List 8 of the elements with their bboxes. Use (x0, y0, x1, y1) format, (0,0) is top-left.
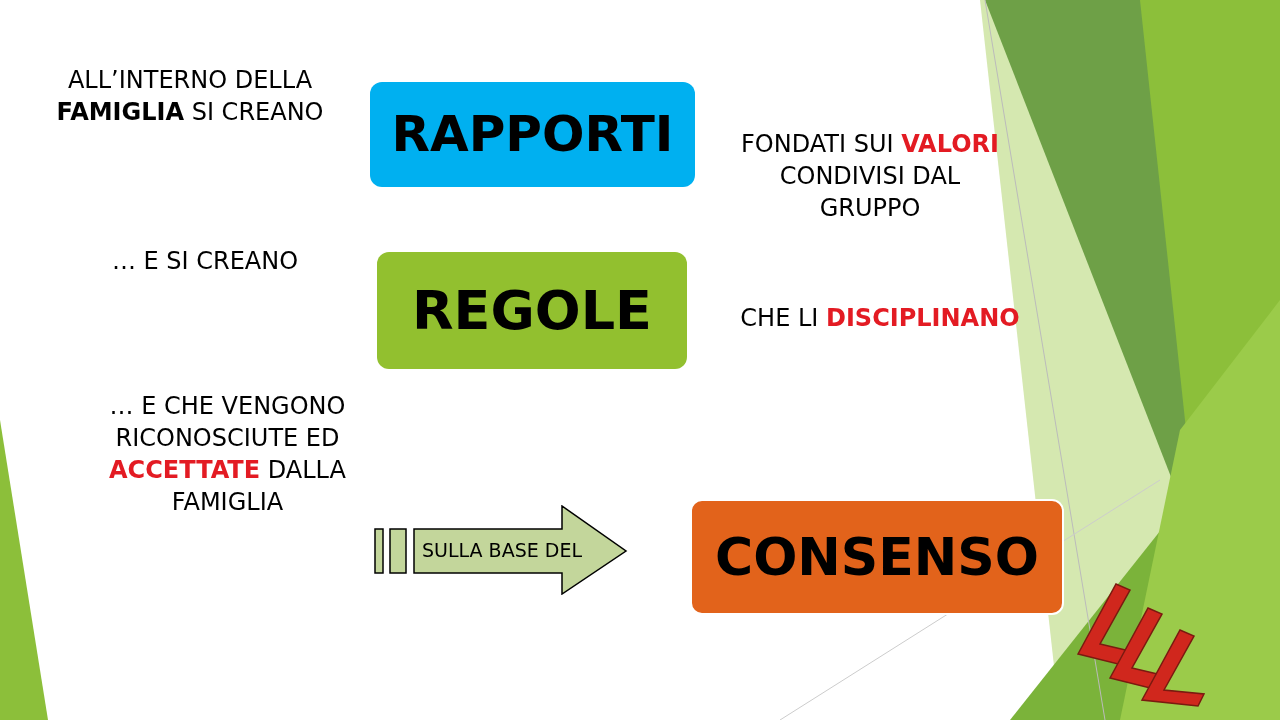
text-label: … E SI CREANO (110, 246, 300, 277)
process-box: RAPPORTI (370, 82, 695, 187)
process-box: CONSENSO (690, 499, 1064, 615)
text-label: ALL’INTERNO DELLA FAMIGLIA SI CREANO (55, 65, 325, 128)
process-box: REGOLE (377, 252, 687, 369)
text-label: CHE LI DISCIPLINANO (739, 303, 1021, 334)
text-label: … E CHE VENGONO RICONOSCIUTE ED ACCETTATE DALLA FAMIGLIA (108, 391, 347, 518)
text-label: FONDATI SUI VALORI CONDIVISI DAL GRUPPO (740, 129, 1000, 224)
